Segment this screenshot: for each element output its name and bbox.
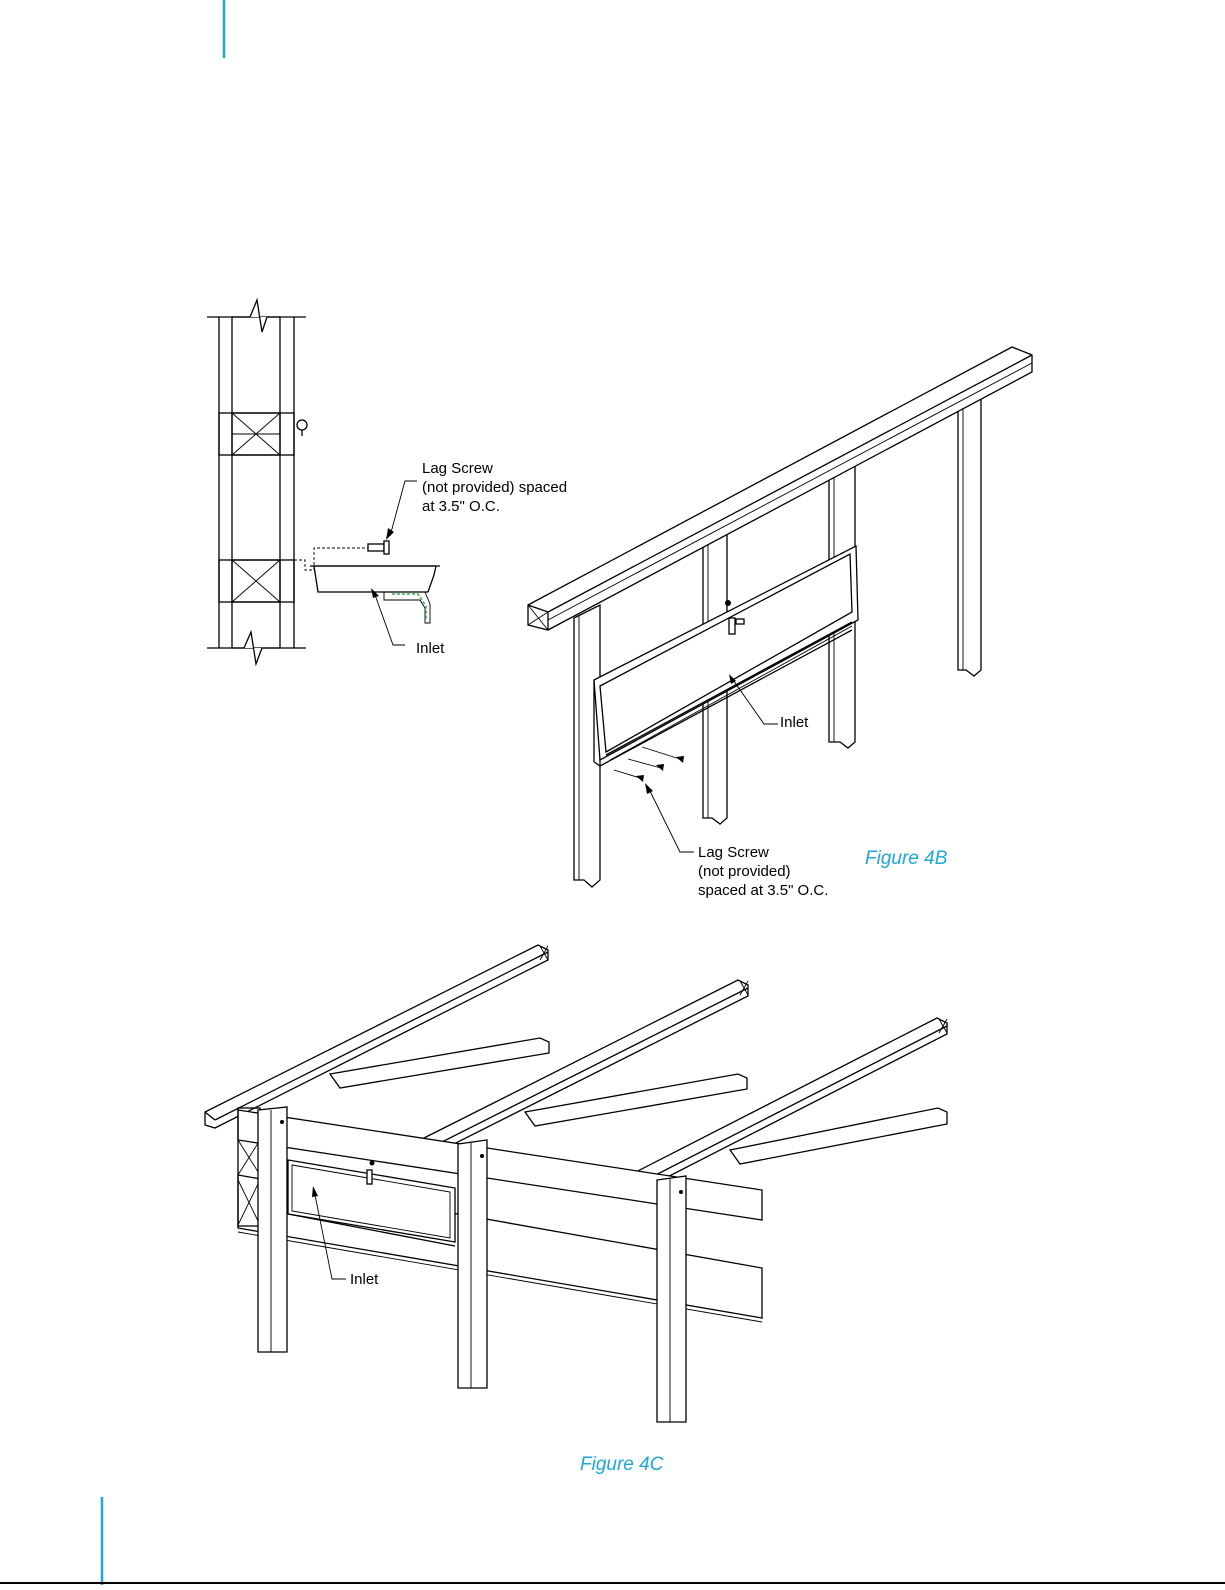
detail-lag-screw-label-line1: Lag Screw — [422, 460, 493, 477]
figure-4c-caption: Figure 4C — [580, 1454, 664, 1475]
fig4b-lag-screw-label-line2: (not provided) — [698, 863, 791, 880]
figure-4b-drawing — [528, 347, 1032, 887]
fig4b-lag-screw-label-line3: spaced at 3.5" O.C. — [698, 882, 828, 899]
figure-4b-caption: Figure 4B — [865, 848, 948, 869]
detail-lag-screw-label-line3: at 3.5" O.C. — [422, 498, 500, 515]
figure-4c-drawing — [205, 945, 947, 1422]
fig4b-inlet-label: Inlet — [780, 714, 809, 731]
fig4c-inlet-label: Inlet — [350, 1271, 379, 1288]
wall-section-detail — [207, 300, 440, 664]
fig4b-lag-screw-label-line1: Lag Screw — [698, 844, 769, 861]
detail-lag-screw-label-line2: (not provided) spaced — [422, 479, 567, 496]
detail-inlet-label: Inlet — [416, 640, 445, 657]
